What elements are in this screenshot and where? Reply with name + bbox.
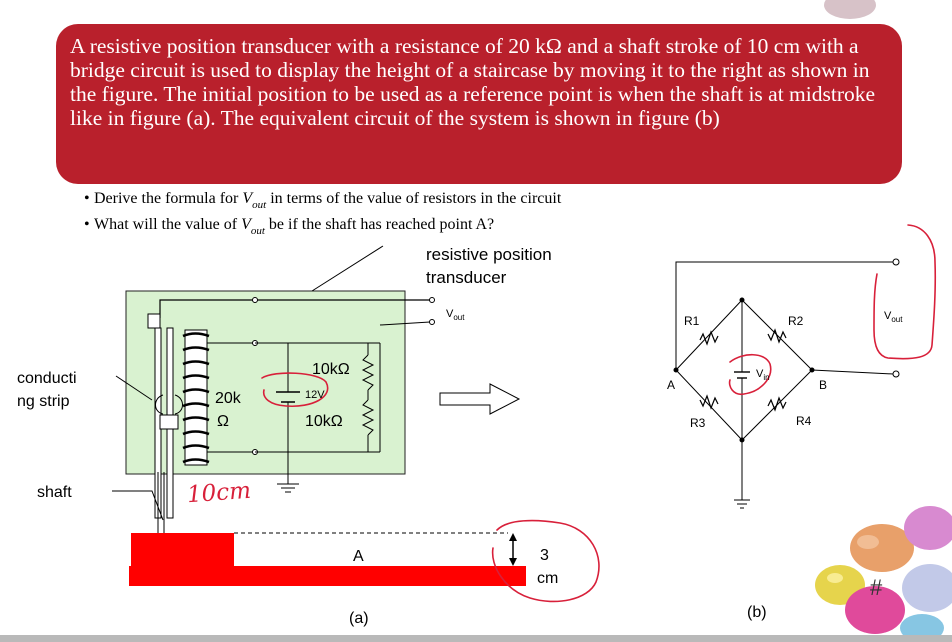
stair-step-base: [129, 566, 526, 586]
vout-subscript: out: [250, 225, 265, 237]
question-1-text: Derive the formula for: [94, 190, 243, 207]
question-2-text: What will the value of: [94, 216, 242, 233]
shaft-label: shaft: [37, 484, 72, 501]
figure-b: [673, 258, 900, 509]
annotation-circle-12v: [261, 372, 329, 407]
stair-step-upper: [131, 533, 234, 568]
vout-terminal-top: [892, 258, 900, 266]
hash-mark: #: [870, 575, 883, 600]
problem-statement: A resistive position transducer with a r…: [70, 34, 876, 130]
r2-label: R2: [788, 314, 804, 328]
vout-symbol: V: [241, 216, 251, 233]
r1-label: R1: [684, 314, 700, 328]
resistor-10k-bottom-label: 10kΩ: [305, 413, 343, 430]
question-1-text-end: in terms of the value of resistors in th…: [266, 190, 562, 207]
conducting-strip-label-line-2: ng strip: [17, 393, 70, 410]
transducer-label-line-2: transducer: [426, 268, 507, 287]
question-item-1: •Derive the formula for Vout in terms of…: [84, 188, 561, 214]
resistor-10k-top-label: 10kΩ: [312, 361, 350, 378]
shaft-leader: [112, 490, 164, 521]
transducer-label: resistive position: [426, 245, 552, 264]
vout-subscript: out: [252, 199, 267, 211]
height-unit-label: cm: [537, 570, 559, 587]
vout-label-a: Vout: [446, 308, 465, 323]
resistor-r3: [699, 394, 719, 410]
decorative-eggs-image: [815, 0, 952, 642]
figure-a: [112, 245, 521, 533]
output-wire-top: [159, 299, 430, 318]
height-value-label: 3: [540, 547, 549, 564]
resistor-r1: [699, 330, 719, 346]
r4-label: R4: [796, 414, 812, 428]
vout-symbol: V: [242, 190, 253, 207]
handwritten-annotations: [261, 224, 937, 603]
vout-terminal-bottom: [892, 370, 900, 378]
question-item-2: •What will the value of Vout be if the s…: [84, 214, 561, 240]
annotation-circle-3cm: [491, 519, 600, 603]
resistor-10k-bottom: [361, 399, 375, 436]
conducting-strip-leader: [115, 375, 153, 401]
annotation-circle-vin: [728, 353, 772, 396]
node-b-label: B: [819, 378, 828, 392]
r3-label: R3: [690, 416, 706, 430]
shaft-clamp: [159, 414, 179, 430]
question-2-text-end: be if the shaft has reached point A?: [264, 216, 495, 233]
resistor-r2: [767, 328, 787, 344]
bridge-wire-right: [811, 369, 894, 375]
wiper-bracket: [147, 313, 161, 329]
terminal: [252, 297, 258, 303]
bullet-icon: •: [84, 216, 90, 233]
bullet-icon: •: [84, 190, 90, 207]
question-list: •Derive the formula for Vout in terms of…: [84, 188, 561, 240]
conducting-strip-label: conducti: [17, 370, 77, 387]
dimension-arrowhead-down: [509, 558, 517, 566]
point-a-label: A: [353, 548, 364, 565]
dimension-arrowhead-up: [509, 533, 517, 541]
bridge-wire-top: [675, 261, 893, 370]
vout-label-b: Vout: [884, 310, 903, 325]
battery-12v-label: 12V: [305, 389, 325, 401]
slide-bottom-bar: [0, 635, 952, 642]
node-a-label: A: [667, 378, 676, 392]
arrow-right-icon: [439, 383, 521, 415]
terminal: [429, 297, 435, 303]
figure-b-caption: (b): [747, 604, 767, 621]
vin-label: Vin: [756, 368, 770, 383]
resistance-ohm-label: Ω: [217, 413, 229, 430]
transducer-leader-line: [311, 245, 384, 292]
resistor-r4: [767, 396, 787, 412]
terminal: [429, 319, 435, 325]
problem-banner: [56, 24, 902, 184]
annotation-bracket-vout: [873, 224, 937, 360]
resistance-20k-label: 20k: [215, 390, 241, 407]
resistor-coil: [182, 332, 210, 464]
output-wire-bottom: [379, 321, 431, 326]
figure-a-caption: (a): [349, 610, 369, 627]
handwritten-10cm: 10cm: [186, 477, 252, 509]
wiper-contact: [155, 394, 183, 415]
resistor-10k-top: [361, 354, 375, 391]
